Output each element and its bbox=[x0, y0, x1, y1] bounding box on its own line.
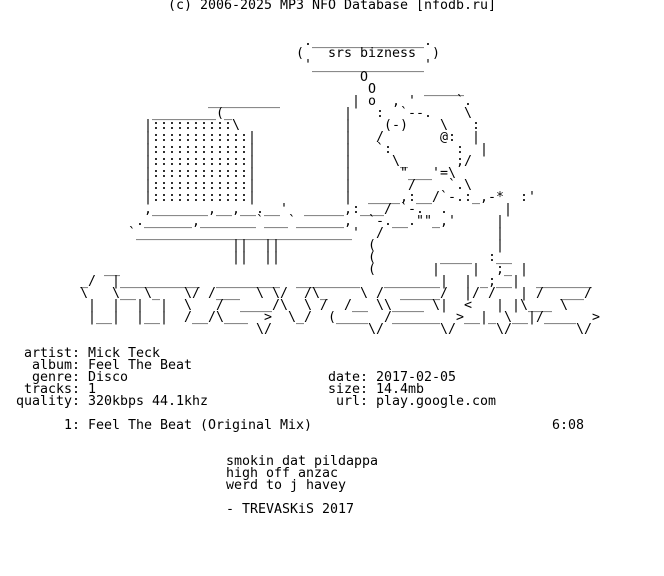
nfodb-copyright-header: (c) 2006-2025 MP3 NFO Database [nfodb.ru… bbox=[168, 0, 496, 13]
album-label: album: bbox=[32, 358, 80, 373]
note-line: werd to j havey bbox=[226, 478, 346, 493]
tracks-value: 1 bbox=[88, 382, 96, 397]
artist-value: Mick Teck bbox=[88, 346, 160, 361]
note-line: high off anzac bbox=[226, 466, 338, 481]
genre-label: genre: bbox=[32, 370, 80, 385]
quality-label: quality: bbox=[16, 394, 80, 409]
track-number: 1: bbox=[64, 418, 80, 433]
url-value: play.google.com bbox=[376, 394, 496, 409]
size-value: 14.4mb bbox=[376, 382, 424, 397]
date-value: 2017-02-05 bbox=[376, 370, 456, 385]
artist-label: artist: bbox=[24, 346, 80, 361]
note-line: smokin dat pildappa bbox=[226, 454, 378, 469]
signature: - TREVASKiS 2017 bbox=[226, 502, 354, 517]
genre-value: Disco bbox=[88, 370, 128, 385]
track-title: Feel The Beat (Original Mix) bbox=[88, 418, 312, 433]
ascii-art-computer-and-logo: .______________. ( srs bizness ) '______… bbox=[79, 34, 600, 337]
date-label: date: bbox=[328, 370, 368, 385]
url-label: url: bbox=[336, 394, 368, 409]
tracks-label: tracks: bbox=[24, 382, 80, 397]
album-value: Feel The Beat bbox=[88, 358, 192, 373]
size-label: size: bbox=[328, 382, 368, 397]
quality-value: 320kbps 44.1khz bbox=[88, 394, 208, 409]
track-duration: 6:08 bbox=[552, 418, 584, 433]
